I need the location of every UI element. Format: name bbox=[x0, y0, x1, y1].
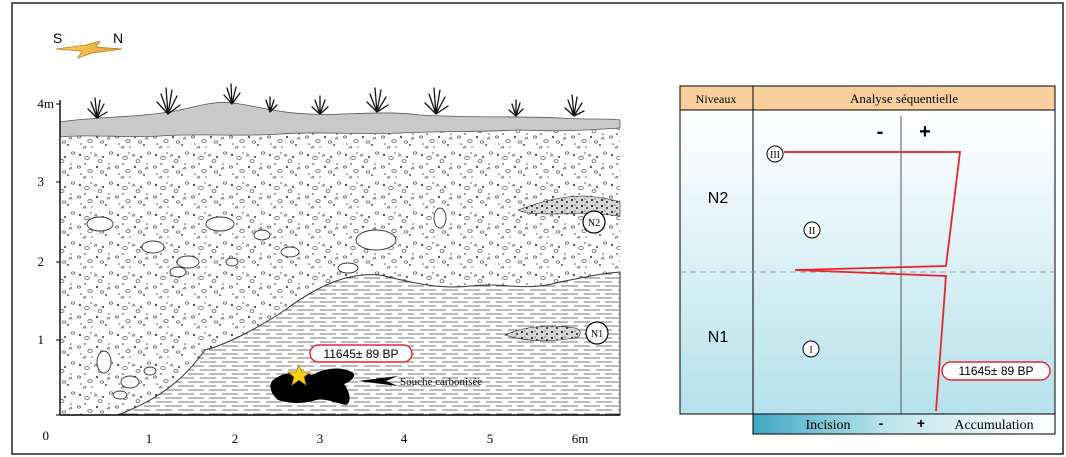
unit-marker-n2-label: N2 bbox=[588, 218, 600, 229]
incision-label: Incision bbox=[805, 418, 850, 433]
table-date-label: 11645± 89 BP bbox=[958, 364, 1033, 378]
depth-label-2: 2 bbox=[38, 254, 45, 269]
accumulation-label: Accumulation bbox=[954, 418, 1033, 433]
minus-sign: - bbox=[877, 121, 884, 143]
level-n1: N1 bbox=[708, 329, 729, 346]
table-date-badge bbox=[941, 361, 1051, 381]
level-n2: N2 bbox=[708, 190, 729, 207]
compass-arrow-icon bbox=[55, 40, 123, 59]
unit-marker-n2 bbox=[582, 210, 606, 234]
unit-marker-n1 bbox=[585, 321, 609, 345]
distance-label-1: 1 bbox=[146, 431, 153, 446]
distance-label-4: 4 bbox=[401, 431, 408, 446]
stratigraphic-section: 11645± 89 BP Souche carbonisée N2 N1 0 1… bbox=[37, 83, 621, 446]
n1-gravel-lens bbox=[504, 325, 581, 341]
grass-tuft-icon bbox=[508, 99, 524, 117]
incision-accumulation-bar bbox=[752, 413, 1056, 435]
cobbles bbox=[86, 207, 447, 400]
compass-north-label: N bbox=[113, 30, 123, 46]
grass-tuft-icon bbox=[424, 87, 449, 115]
silt-layer bbox=[117, 271, 621, 416]
sequence-marker-i bbox=[802, 340, 820, 358]
grass-tuft-icon bbox=[223, 83, 241, 105]
grass-tuft-icon bbox=[564, 94, 585, 117]
carbonised-stump bbox=[270, 368, 355, 405]
distance-label-6m: 6m bbox=[572, 431, 589, 446]
table-header-analysis: Analyse séquentielle bbox=[850, 91, 958, 106]
distance-label-5: 5 bbox=[487, 431, 494, 446]
plus-sign: + bbox=[919, 121, 931, 143]
sequence-curve bbox=[784, 151, 962, 412]
depth-label-3: 3 bbox=[38, 174, 45, 189]
sequence-marker-iii bbox=[766, 145, 784, 163]
table-header-levels: Niveaux bbox=[696, 92, 737, 106]
grass-tuft-icon bbox=[156, 87, 181, 115]
distance-axis-labels: 1 2 3 4 5 6m bbox=[146, 431, 589, 446]
distance-label-3: 3 bbox=[317, 431, 324, 446]
depth-axis-labels: 0 1 2 3 4m bbox=[37, 96, 54, 443]
depth-label-0: 0 bbox=[43, 428, 50, 443]
depth-label-4m: 4m bbox=[37, 96, 54, 111]
vegetation-icons bbox=[87, 83, 585, 119]
footer-minus: - bbox=[879, 415, 884, 431]
sequential-analysis-table: Niveaux Analyse séquentielle - + N2 N1 I… bbox=[679, 85, 1056, 435]
depth-label-1: 1 bbox=[38, 332, 45, 347]
figure-frame bbox=[11, 2, 1064, 455]
compass: S N bbox=[53, 30, 123, 59]
distance-label-2: 2 bbox=[232, 431, 239, 446]
stump-label: Souche carbonisée bbox=[400, 376, 482, 388]
sequence-marker-ii bbox=[803, 221, 821, 239]
grass-tuft-icon bbox=[87, 97, 108, 119]
stump-pointer-arrow-icon bbox=[358, 376, 398, 386]
footer-plus: + bbox=[917, 415, 925, 431]
axis-ticks bbox=[56, 103, 60, 416]
date-badge bbox=[309, 344, 413, 363]
sample-star-icon bbox=[286, 363, 312, 386]
compass-south-label: S bbox=[53, 30, 62, 46]
sequence-i-label: I bbox=[809, 345, 812, 356]
sequence-iii-label: III bbox=[770, 150, 780, 161]
date-label: 11645± 89 BP bbox=[323, 347, 398, 361]
grass-tuft-icon bbox=[366, 87, 389, 113]
table-header bbox=[679, 85, 1056, 111]
topsoil-layer bbox=[59, 102, 621, 138]
grass-tuft-icon bbox=[311, 95, 329, 115]
sequence-ii-label: II bbox=[809, 226, 816, 237]
unit-marker-n1-label: N1 bbox=[591, 329, 603, 340]
grass-tuft-icon bbox=[265, 96, 278, 113]
